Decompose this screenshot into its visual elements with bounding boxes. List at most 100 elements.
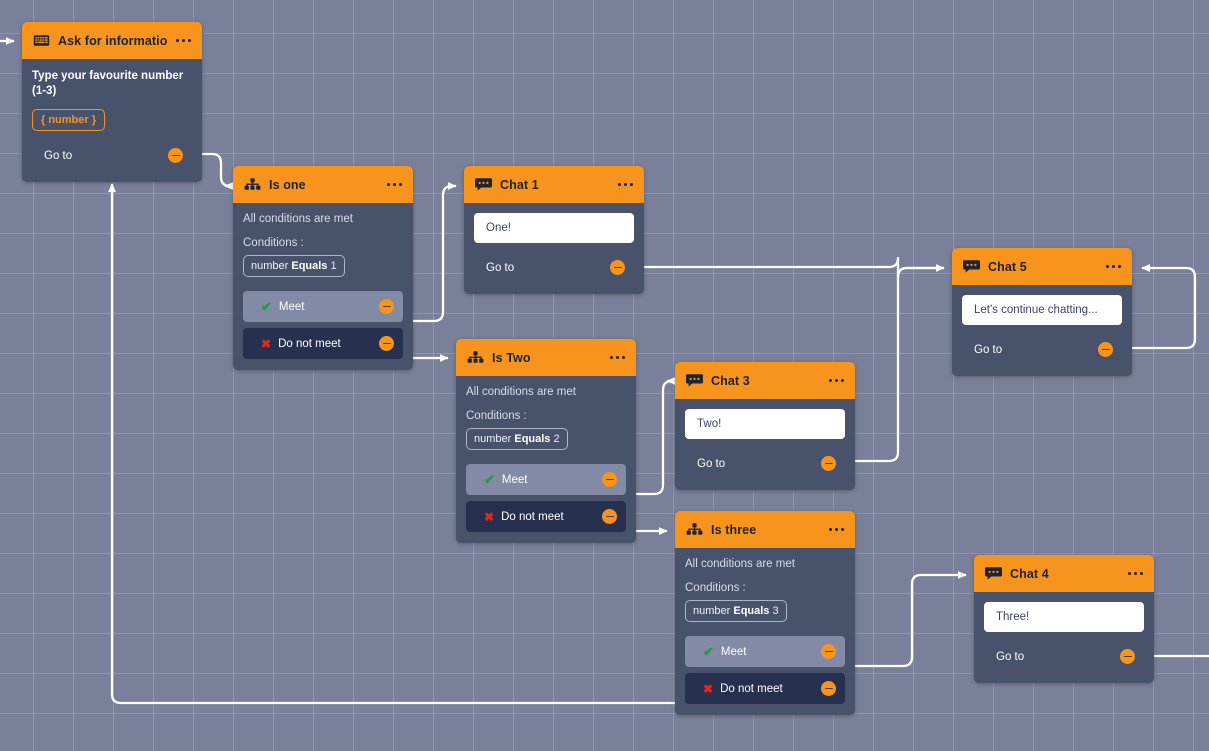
not-meet-row[interactable]: ✖ Do not meet xyxy=(243,328,403,359)
node-body: One! Go to xyxy=(464,203,644,294)
more-options-icon[interactable] xyxy=(828,378,846,383)
node-header[interactable]: Chat 1 xyxy=(464,166,644,203)
remove-connection-icon[interactable] xyxy=(168,148,183,163)
condition-value: 2 xyxy=(553,433,560,445)
condition-operator: Equals xyxy=(733,605,770,617)
node-chat-1[interactable]: Chat 1 One! Go to xyxy=(464,166,644,294)
remove-connection-icon[interactable] xyxy=(1120,649,1135,664)
more-options-icon[interactable] xyxy=(1127,571,1145,576)
condition-operator: Equals xyxy=(291,260,328,272)
remove-connection-icon[interactable] xyxy=(821,456,836,471)
remove-connection-icon[interactable] xyxy=(602,472,617,487)
message-text[interactable]: Three! xyxy=(984,602,1144,632)
chat-bubble-icon xyxy=(963,258,980,275)
node-chat-5[interactable]: Chat 5 Let's continue chatting... Go to xyxy=(952,248,1132,376)
variable-pill[interactable]: { number } xyxy=(32,109,106,131)
node-title: Is Two xyxy=(492,350,531,365)
node-header[interactable]: Chat 4 xyxy=(974,555,1154,592)
node-header[interactable]: Is Two xyxy=(456,339,636,376)
condition-pill[interactable]: number Equals 3 xyxy=(685,600,787,622)
node-title: Chat 1 xyxy=(500,177,539,192)
node-title: Is one xyxy=(269,177,306,192)
remove-connection-icon[interactable] xyxy=(379,299,394,314)
meet-label: Meet xyxy=(720,645,747,658)
condition-variable: number xyxy=(474,433,512,445)
node-body: All conditions are met Conditions : numb… xyxy=(456,376,636,543)
condition-operator: Equals xyxy=(514,433,551,445)
meet-label: Meet xyxy=(501,473,528,486)
node-body: All conditions are met Conditions : numb… xyxy=(675,548,855,715)
node-title: Is three xyxy=(711,522,757,537)
node-body: Let's continue chatting... Go to xyxy=(952,285,1132,376)
conditions-summary: All conditions are met xyxy=(243,213,353,225)
node-header[interactable]: Is one xyxy=(233,166,413,203)
not-meet-label: Do not meet xyxy=(501,510,564,523)
not-meet-row[interactable]: ✖ Do not meet xyxy=(685,673,845,704)
node-header[interactable]: Is three xyxy=(675,511,855,548)
meet-label: Meet xyxy=(278,300,305,313)
goto-label: Go to xyxy=(44,149,73,162)
edge-chat1-to-chat5 xyxy=(644,256,945,279)
edge-chat5-goto-loopback xyxy=(1132,264,1197,350)
message-text[interactable]: Let's continue chatting... xyxy=(962,295,1122,325)
node-title: Chat 4 xyxy=(1010,566,1049,581)
node-ask-for-information-1[interactable]: Ask for information 1 Type your favourit… xyxy=(22,22,202,182)
message-text[interactable]: One! xyxy=(474,213,634,243)
meet-row[interactable]: ✔ Meet xyxy=(243,291,403,322)
goto-row[interactable]: Go to xyxy=(962,334,1122,365)
condition-variable: number xyxy=(251,260,289,272)
not-meet-label: Do not meet xyxy=(720,682,783,695)
goto-row[interactable]: Go to xyxy=(984,641,1144,672)
remove-connection-icon[interactable] xyxy=(610,260,625,275)
check-icon: ✔ xyxy=(484,472,495,487)
remove-connection-icon[interactable] xyxy=(1098,342,1113,357)
condition-pill[interactable]: number Equals 2 xyxy=(466,428,568,450)
remove-connection-icon[interactable] xyxy=(379,336,394,351)
node-is-one[interactable]: Is one All conditions are met Conditions… xyxy=(233,166,413,370)
not-meet-row[interactable]: ✖ Do not meet xyxy=(466,501,626,532)
goto-label: Go to xyxy=(486,261,515,274)
condition-branch-icon xyxy=(686,521,703,538)
edge-ask-to-isone xyxy=(202,152,233,190)
node-header[interactable]: Chat 5 xyxy=(952,248,1132,285)
conditions-summary: All conditions are met xyxy=(685,558,795,570)
conditions-summary: All conditions are met xyxy=(466,386,576,398)
node-header[interactable]: Ask for information 1 xyxy=(22,22,202,59)
node-body: All conditions are met Conditions : numb… xyxy=(233,203,413,370)
edge-isthree-meet-to-chat4 xyxy=(855,571,967,668)
more-options-icon[interactable] xyxy=(1105,264,1123,269)
edge-isone-meet-to-chat1 xyxy=(413,182,457,323)
more-options-icon[interactable] xyxy=(828,527,846,532)
goto-label: Go to xyxy=(996,650,1025,663)
edge-chat3-to-chat5 xyxy=(855,266,944,463)
remove-connection-icon[interactable] xyxy=(821,644,836,659)
remove-connection-icon[interactable] xyxy=(821,681,836,696)
node-is-two[interactable]: Is Two All conditions are met Conditions… xyxy=(456,339,636,543)
condition-pill[interactable]: number Equals 1 xyxy=(243,255,345,277)
more-options-icon[interactable] xyxy=(386,182,404,187)
node-title: Ask for information 1 xyxy=(58,33,167,48)
node-chat-4[interactable]: Chat 4 Three! Go to xyxy=(974,555,1154,683)
chat-bubble-icon xyxy=(686,372,703,389)
goto-row[interactable]: Go to xyxy=(685,448,845,479)
meet-row[interactable]: ✔ Meet xyxy=(685,636,845,667)
meet-row[interactable]: ✔ Meet xyxy=(466,464,626,495)
node-header[interactable]: Chat 3 xyxy=(675,362,855,399)
more-options-icon[interactable] xyxy=(175,38,193,43)
prompt-text: Type your favourite number (1-3) xyxy=(32,70,184,97)
message-text[interactable]: Two! xyxy=(685,409,845,439)
chat-bubble-icon xyxy=(475,176,492,193)
more-options-icon[interactable] xyxy=(609,355,627,360)
check-icon: ✔ xyxy=(703,644,714,659)
cross-icon: ✖ xyxy=(484,509,495,524)
edge-istwo-meet-to-chat3 xyxy=(636,377,675,496)
node-chat-3[interactable]: Chat 3 Two! Go to xyxy=(675,362,855,490)
node-is-three[interactable]: Is three All conditions are met Conditio… xyxy=(675,511,855,715)
more-options-icon[interactable] xyxy=(617,182,635,187)
not-meet-label: Do not meet xyxy=(278,337,341,350)
remove-connection-icon[interactable] xyxy=(602,509,617,524)
goto-row[interactable]: Go to xyxy=(32,140,192,171)
goto-row[interactable]: Go to xyxy=(474,252,634,283)
chat-bubble-icon xyxy=(985,565,1002,582)
